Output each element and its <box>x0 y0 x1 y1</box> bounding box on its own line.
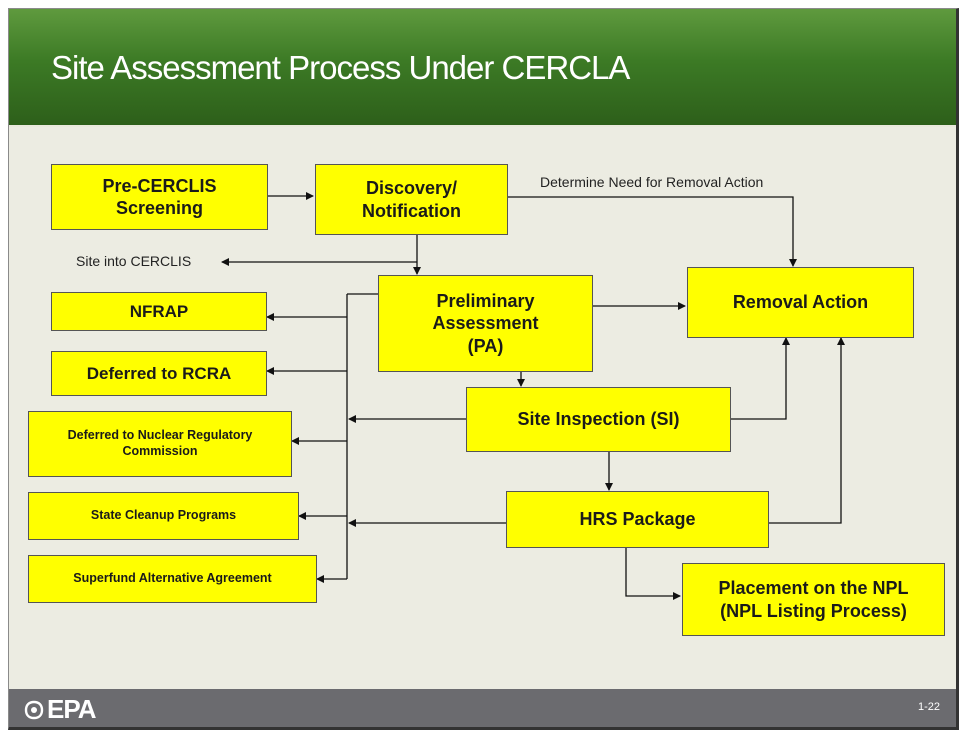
box-placement-npl: Placement on the NPL (NPL Listing Proces… <box>682 563 945 636</box>
flow-connectors <box>221 192 845 600</box>
arrow-hrs-to-npl <box>625 548 681 600</box>
box-si-label: Site Inspection (SI) <box>517 409 680 430</box>
box-nfrap: NFRAP <box>51 292 267 331</box>
box-pa-label: Preliminary Assessment (PA) <box>432 290 539 356</box>
box-state-label: State Cleanup Programs <box>90 508 237 523</box>
box-deferred-rcra: Deferred to RCRA <box>51 351 267 396</box>
box-removal-action: Removal Action <box>687 267 914 338</box>
title-bar: Site Assessment Process Under CERCLA <box>9 9 956 127</box>
slide-title: Site Assessment Process Under CERCLA <box>51 49 630 86</box>
box-superfund-alternative: Superfund Alternative Agreement <box>28 555 317 603</box>
page-number: 1-22 <box>917 701 940 713</box>
box-superfund-label: Superfund Alternative Agreement <box>73 571 272 586</box>
box-removal-label: Removal Action <box>732 292 869 313</box>
box-nuclear-label: Deferred to Nuclear Regulatory Commissio… <box>67 428 253 458</box>
epa-logo: EPA <box>23 694 97 725</box>
arrow-si-to-removal <box>731 337 790 420</box>
box-discovery-notification: Discovery/ Notification <box>315 164 508 235</box>
label-determine-need: Determine Need for Removal Action <box>540 174 764 190</box>
box-discovery-label: Discovery/ Notification <box>362 178 461 221</box>
box-site-inspection: Site Inspection (SI) <box>466 387 731 452</box>
slide: Site Assessment Process Under CERCLA <box>8 8 959 730</box>
arrow-hrs-to-removal <box>769 337 845 524</box>
box-nfrap-label: NFRAP <box>129 301 189 321</box>
box-npl-line2: (NPL Listing Process) <box>720 600 907 621</box>
box-rcra-label: Deferred to RCRA <box>86 363 232 383</box>
epa-flower-icon <box>24 700 44 719</box>
footer-bar: EPA 1-22 <box>9 689 956 727</box>
box-hrs-package: HRS Package <box>506 491 769 548</box>
arrow-discovery-to-removal <box>508 196 797 267</box>
box-pre-cerclis-label: Pre-CERCLIS Screening <box>102 175 217 219</box>
label-site-into-cerclis: Site into CERCLIS <box>76 253 192 269</box>
box-preliminary-assessment: Preliminary Assessment (PA) <box>378 275 593 372</box>
epa-logo-text: EPA <box>47 694 97 724</box>
box-pre-cerclis-screening: Pre-CERCLIS Screening <box>51 164 268 230</box>
box-npl-line1: Placement on the NPL <box>718 578 909 598</box>
box-state-cleanup: State Cleanup Programs <box>28 492 299 540</box>
box-hrs-label: HRS Package <box>579 509 696 530</box>
box-deferred-nuclear: Deferred to Nuclear Regulatory Commissio… <box>28 411 292 477</box>
